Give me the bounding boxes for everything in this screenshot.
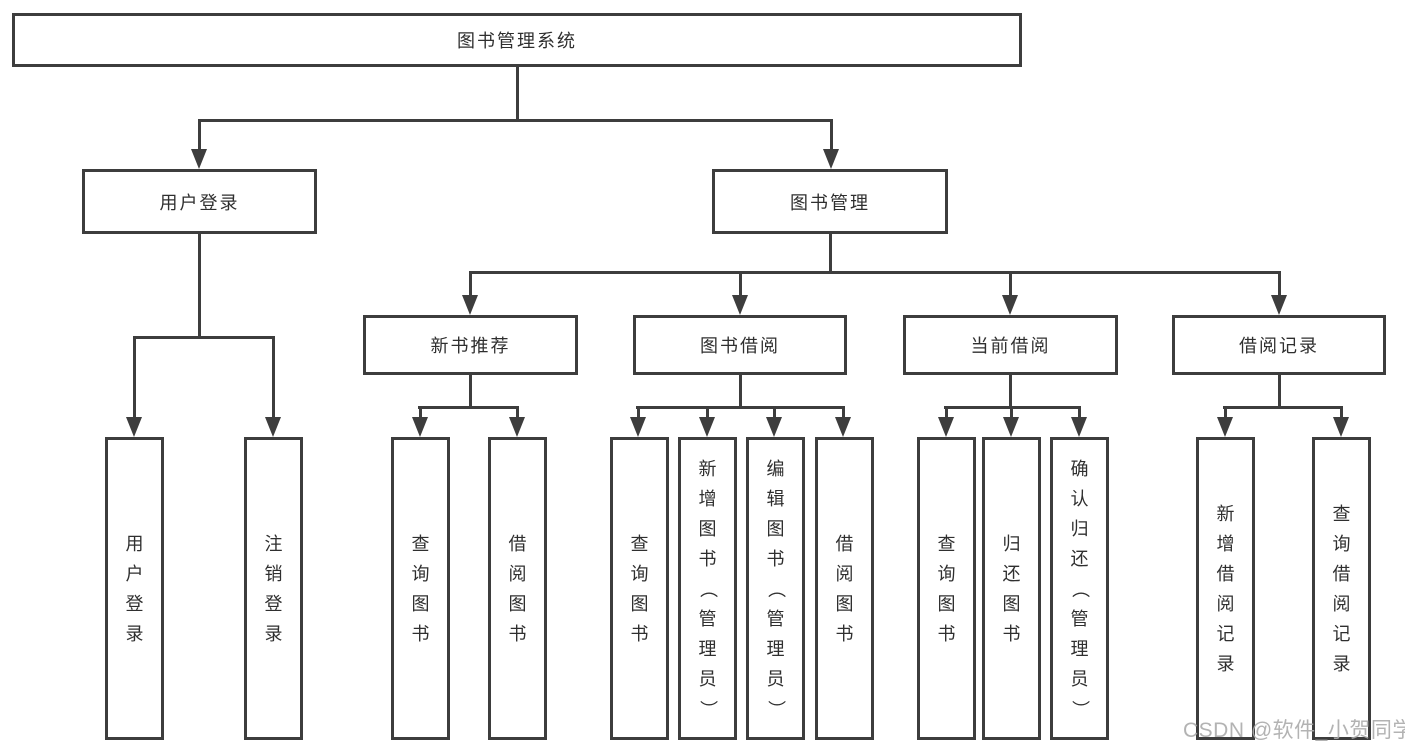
connector-currentborrow-stub: [1009, 375, 1012, 409]
arrow-down-icon: [265, 417, 281, 437]
connector-borrowrecords-stub: [1278, 375, 1281, 409]
connector-g4-arrow3-shaft: [1078, 406, 1081, 419]
arrow-down-icon: [462, 295, 478, 315]
connector-userlogin-stub: [198, 234, 201, 339]
connector-l3-arrow2-shaft: [739, 271, 742, 297]
node-current-borrowing-label: 当前借阅: [970, 336, 1051, 356]
leaf-confirm-return-admin-label: 确认归还（管理员）: [1069, 458, 1090, 718]
leaf-borrow-books-1: 借阅图书: [488, 437, 547, 740]
connector-g1-hline: [133, 336, 275, 339]
connector-g2-arrow1-shaft: [419, 406, 422, 419]
connector-g1-arrow1-shaft: [133, 336, 136, 419]
arrow-down-icon: [938, 417, 954, 437]
leaf-confirm-return-admin: 确认归还（管理员）: [1050, 437, 1109, 740]
connector-g2-arrow2-shaft: [516, 406, 519, 419]
node-user-login-label: 用户登录: [159, 192, 240, 213]
leaf-add-book-admin-label: 新增图书（管理员）: [697, 458, 718, 718]
node-borrowing-records-label: 借阅记录: [1239, 336, 1319, 356]
leaf-query-borrow-record: 查询借阅记录: [1312, 437, 1371, 740]
leaf-query-books-2: 查询图书: [610, 437, 669, 740]
leaf-logout-label: 注销登录: [264, 533, 283, 644]
connector-l3-arrow3-shaft: [1009, 271, 1012, 297]
arrow-down-icon: [630, 417, 646, 437]
node-root-system: 图书管理系统: [12, 13, 1022, 67]
arrow-down-icon: [823, 149, 839, 169]
node-user-login: 用户登录: [82, 169, 317, 234]
node-current-borrowing: 当前借阅: [903, 315, 1118, 375]
leaf-add-borrow-record-label: 新增借阅记录: [1216, 503, 1235, 674]
arrow-down-icon: [732, 295, 748, 315]
connector-arrow-userlogin-shaft: [198, 119, 201, 151]
connector-newbook-stub: [469, 375, 472, 409]
node-new-book-recommend: 新书推荐: [363, 315, 578, 375]
leaf-add-book-admin: 新增图书（管理员）: [678, 437, 737, 740]
connector-l3-hline: [469, 271, 1281, 274]
arrow-down-icon: [1217, 417, 1233, 437]
connector-g3-arrow1-shaft: [637, 406, 640, 419]
connector-l3-arrow4-shaft: [1278, 271, 1281, 297]
leaf-add-borrow-record: 新增借阅记录: [1196, 437, 1255, 740]
connector-g4-arrow1-shaft: [945, 406, 948, 419]
leaf-query-borrow-record-label: 查询借阅记录: [1332, 503, 1351, 674]
connector-g2-hline: [418, 406, 519, 409]
leaf-borrow-books-1-label: 借阅图书: [508, 533, 527, 644]
leaf-query-books-1: 查询图书: [391, 437, 450, 740]
csdn-watermark: CSDN @软件_小贺同学: [1183, 719, 1405, 742]
leaf-query-books-1-label: 查询图书: [411, 533, 430, 644]
arrow-down-icon: [1002, 295, 1018, 315]
leaf-logout: 注销登录: [244, 437, 303, 740]
connector-g3-arrow4-shaft: [842, 406, 845, 419]
arrow-down-icon: [191, 149, 207, 169]
leaf-edit-book-admin-label: 编辑图书（管理员）: [765, 458, 786, 718]
connector-g5-hline: [1223, 406, 1343, 409]
connector-g5-arrow2-shaft: [1340, 406, 1343, 419]
arrow-down-icon: [509, 417, 525, 437]
connector-bookborrow-stub: [739, 375, 742, 409]
connector-g4-arrow2-shaft: [1010, 406, 1013, 419]
connector-l2-hline: [198, 119, 832, 122]
arrow-down-icon: [412, 417, 428, 437]
connector-root-stub: [516, 67, 519, 121]
arrow-down-icon: [1271, 295, 1287, 315]
node-book-management: 图书管理: [712, 169, 948, 234]
connector-g1-arrow2-shaft: [272, 336, 275, 419]
node-book-borrowing: 图书借阅: [633, 315, 847, 375]
leaf-return-book: 归还图书: [982, 437, 1041, 740]
leaf-borrow-books-2-label: 借阅图书: [835, 533, 854, 644]
leaf-query-books-3: 查询图书: [917, 437, 976, 740]
connector-l3-arrow1-shaft: [469, 271, 472, 297]
connector-g3-hline: [636, 406, 844, 409]
connector-g3-arrow2-shaft: [706, 406, 709, 419]
arrow-down-icon: [126, 417, 142, 437]
connector-arrow-bookmgmt-shaft: [830, 119, 833, 151]
node-root-label: 图书管理系统: [457, 31, 577, 51]
arrow-down-icon: [699, 417, 715, 437]
connector-g5-arrow1-shaft: [1224, 406, 1227, 419]
arrow-down-icon: [766, 417, 782, 437]
leaf-return-book-label: 归还图书: [1002, 533, 1021, 644]
leaf-query-books-3-label: 查询图书: [937, 533, 956, 644]
leaf-edit-book-admin: 编辑图书（管理员）: [746, 437, 805, 740]
leaf-borrow-books-2: 借阅图书: [815, 437, 874, 740]
node-book-borrowing-label: 图书借阅: [700, 336, 780, 356]
node-book-management-label: 图书管理: [790, 192, 870, 213]
arrow-down-icon: [1333, 417, 1349, 437]
node-borrowing-records: 借阅记录: [1172, 315, 1386, 375]
arrow-down-icon: [1071, 417, 1087, 437]
connector-bookmgmt-stub: [829, 234, 832, 274]
leaf-query-books-2-label: 查询图书: [630, 533, 649, 644]
arrow-down-icon: [1003, 417, 1019, 437]
leaf-user-login-label: 用户登录: [125, 533, 144, 644]
node-new-book-recommend-label: 新书推荐: [430, 336, 511, 356]
connector-g3-arrow3-shaft: [773, 406, 776, 419]
arrow-down-icon: [835, 417, 851, 437]
leaf-user-login: 用户登录: [105, 437, 164, 740]
